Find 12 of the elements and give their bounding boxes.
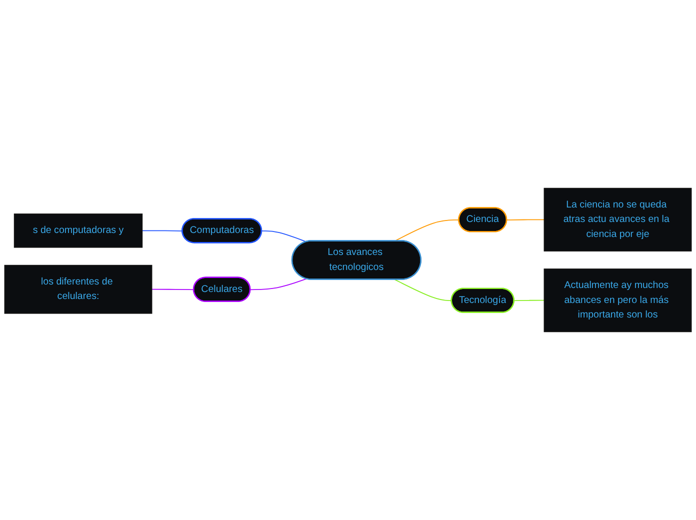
connector: [250, 278, 307, 290]
connector: [506, 219, 545, 220]
node-box: Actualmente ay muchos abances en pero la más importante son los: [544, 268, 692, 332]
node-box: La ciencia no se queda atras actu avances en la ciencia por eje: [544, 188, 692, 252]
connector: [142, 230, 183, 232]
connector: [151, 288, 194, 290]
node-box: los diferentes de celulares:: [4, 264, 152, 314]
connector: [394, 219, 460, 242]
connector: [514, 300, 545, 302]
connector: [261, 230, 307, 242]
node-box: s de computadoras y: [14, 214, 143, 248]
connector: [394, 279, 452, 302]
